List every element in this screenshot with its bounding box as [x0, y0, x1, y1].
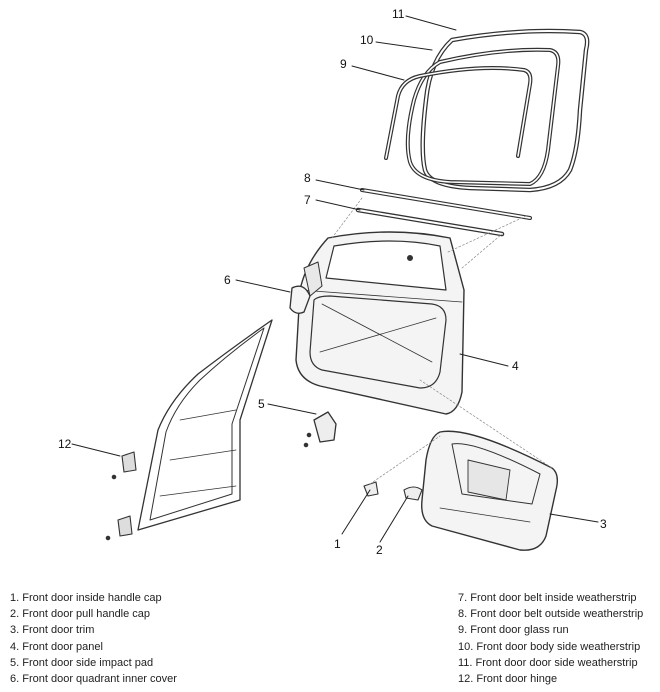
legend-item: 5. Front door side impact pad — [10, 656, 154, 669]
legend-item: 11. Front door door side weatherstrip — [458, 656, 638, 669]
callout-8: 8 — [304, 171, 311, 185]
front-door-panel — [295, 231, 465, 415]
glass-run — [384, 66, 533, 160]
legend-item: 10. Front door body side weatherstrip — [458, 640, 641, 653]
belt-inside-weatherstrip — [355, 207, 505, 237]
callout-9: 9 — [340, 57, 347, 71]
quadrant-inner-cover — [289, 261, 323, 314]
legend-item: 12. Front door hinge — [458, 673, 558, 686]
callout-2: 2 — [376, 543, 383, 557]
pull-handle-cap — [403, 486, 423, 501]
inside-handle-cap — [363, 481, 379, 497]
front-door-hinge — [105, 451, 137, 541]
side-impact-pad — [303, 411, 337, 448]
callout-10: 10 — [360, 33, 374, 47]
legend-item: 3. Front door trim — [10, 624, 95, 637]
legend-item: 9. Front door glass run — [458, 624, 569, 637]
belt-outside-weatherstrip — [360, 188, 532, 220]
legend-item: 1. Front door inside handle cap — [10, 592, 162, 604]
callout-1: 1 — [334, 537, 341, 551]
callout-4: 4 — [512, 359, 519, 373]
callout-12: 12 — [58, 437, 72, 451]
callout-6: 6 — [224, 273, 231, 287]
door-side-weatherstrip — [420, 28, 590, 193]
exploded-door-diagram: 11 10 9 8 7 6 4 5 12 1 2 3 — [58, 7, 607, 557]
callout-3: 3 — [600, 517, 607, 531]
legend-item: 7. Front door belt inside weatherstrip — [458, 592, 637, 604]
parts-legend-right: 7. Front door belt inside weatherstrip 8… — [458, 590, 643, 687]
callout-11: 11 — [392, 7, 405, 21]
body-side-weatherstrip — [405, 47, 561, 186]
legend-item: 2. Front door pull handle cap — [10, 608, 151, 621]
legend-item: 4. Front door panel — [10, 640, 103, 653]
front-door-trim — [421, 430, 559, 551]
legend-item: 6. Front door quadrant inner cover — [10, 673, 177, 686]
legend-item: 8. Front door belt outside weatherstrip — [458, 608, 644, 621]
callout-5: 5 — [258, 397, 265, 411]
parts-legend-left: 1. Front door inside handle cap 2. Front… — [10, 590, 177, 687]
callout-7: 7 — [304, 193, 311, 207]
body-side-door-frame — [137, 319, 273, 531]
